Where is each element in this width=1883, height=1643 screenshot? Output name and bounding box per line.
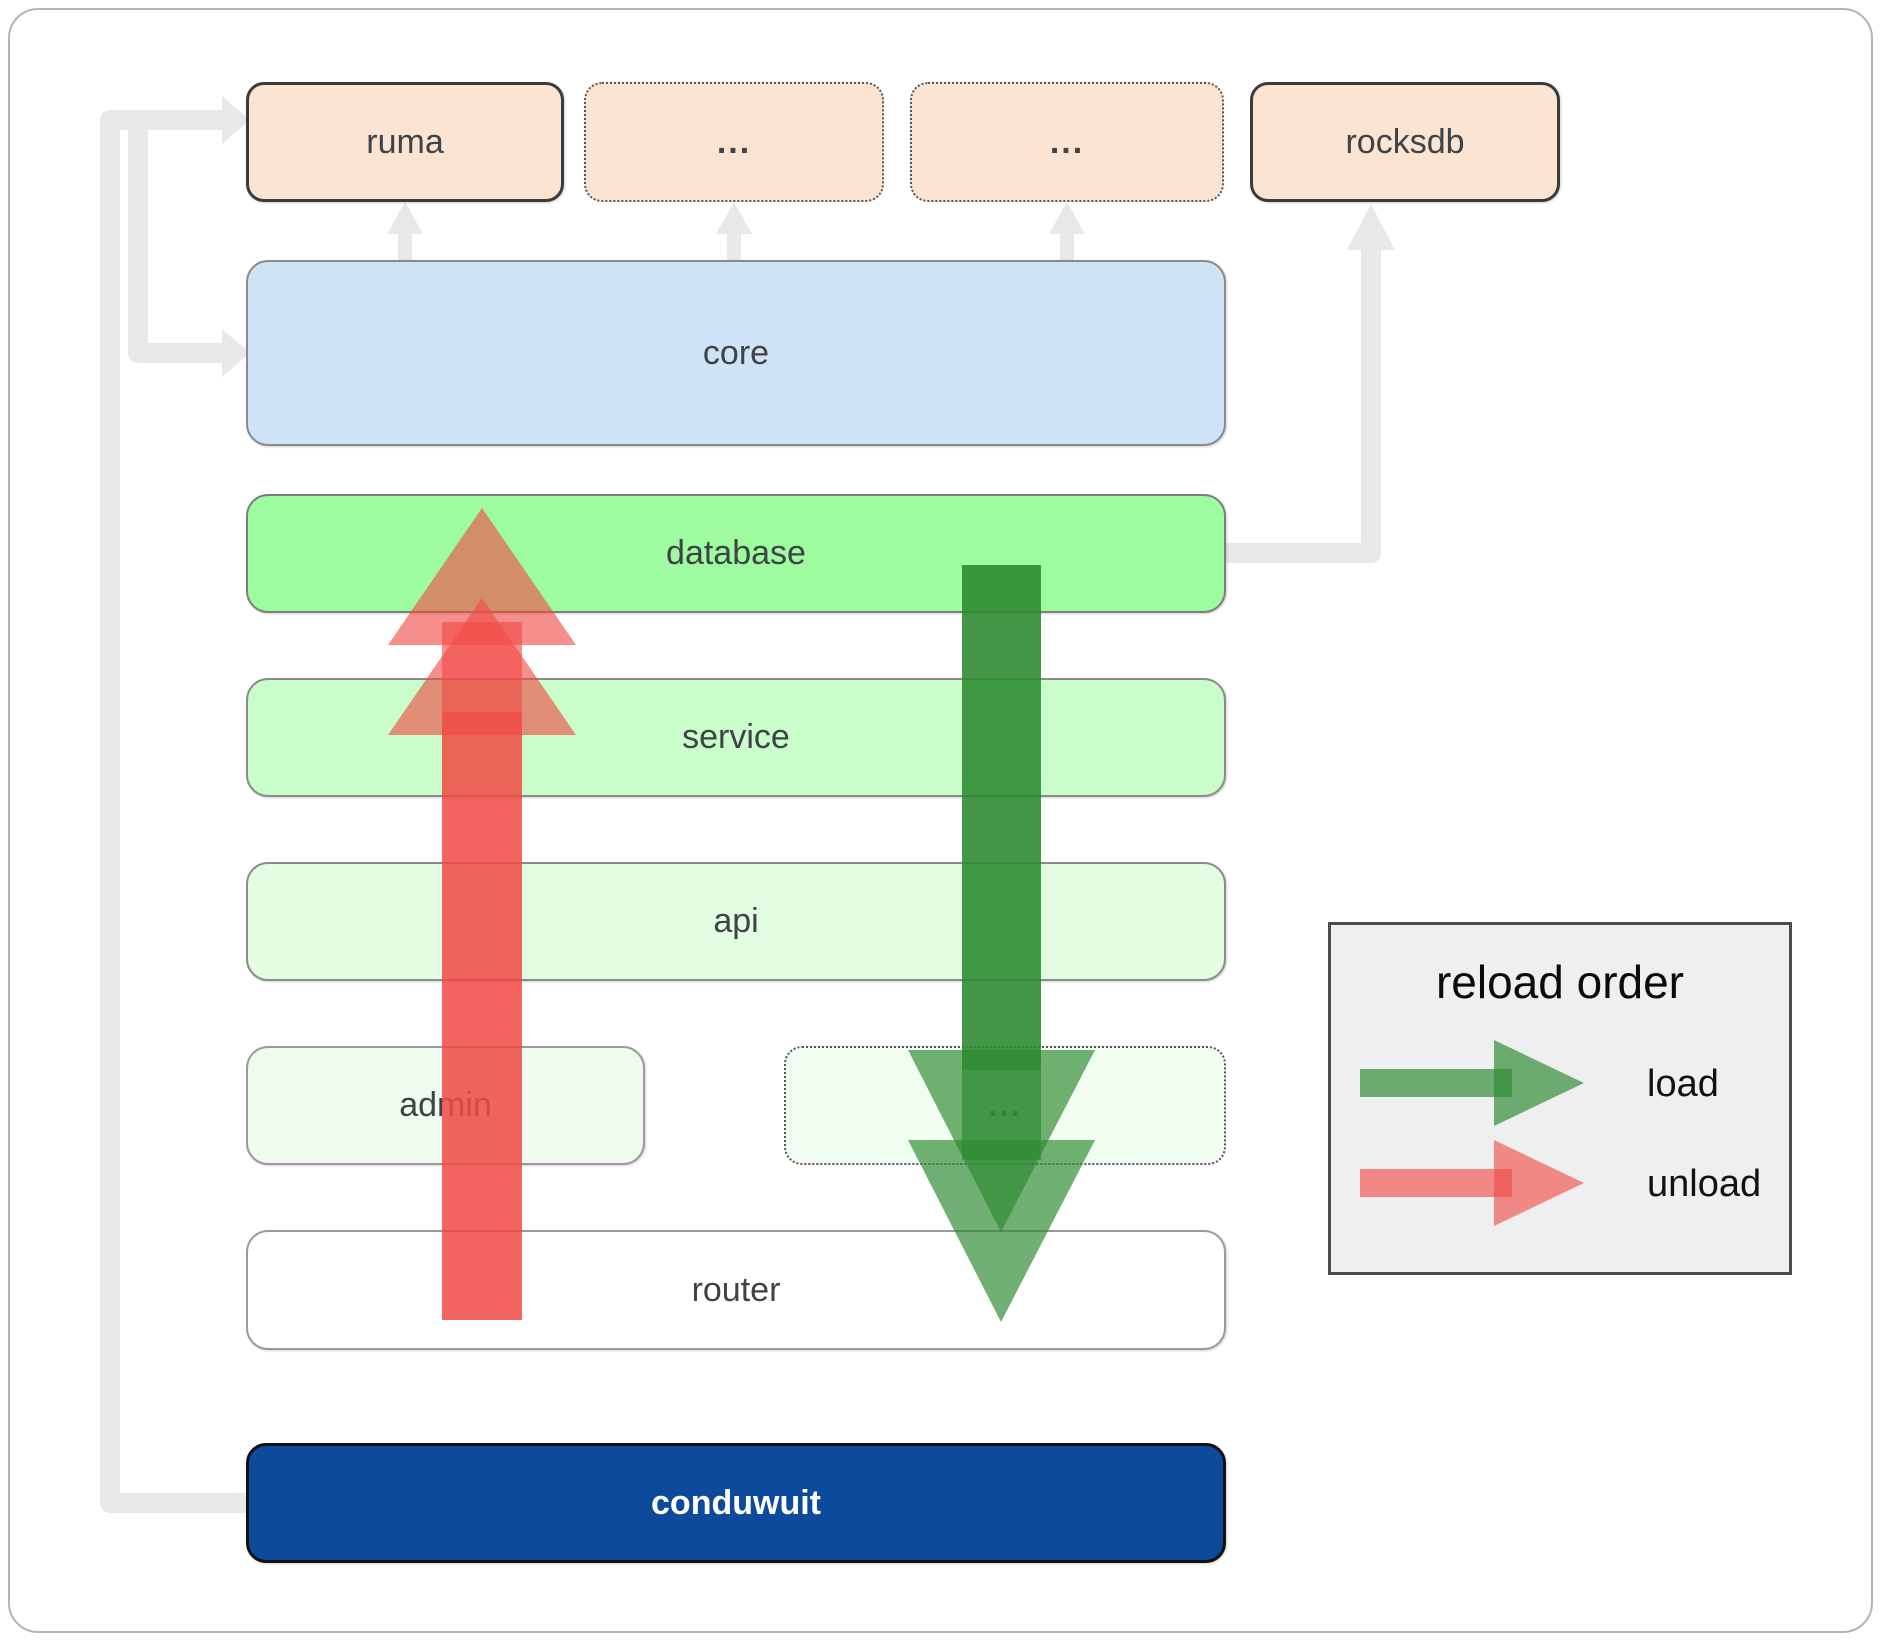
node-router: router bbox=[246, 1230, 1226, 1350]
node-conduwuit: conduwuit bbox=[246, 1443, 1226, 1563]
legend-unload-label: unload bbox=[1647, 1163, 1762, 1205]
node-router-label: router bbox=[691, 1270, 781, 1309]
node-service: service bbox=[246, 678, 1226, 797]
node-database-label: database bbox=[666, 534, 806, 572]
node-ellipsis-1: ... bbox=[584, 82, 884, 202]
node-api-label: api bbox=[713, 902, 759, 940]
node-core: core bbox=[246, 260, 1226, 446]
node-ellipsis-1-label: ... bbox=[716, 122, 752, 161]
node-ruma: ruma bbox=[246, 82, 564, 202]
node-rocksdb-label: rocksdb bbox=[1345, 122, 1465, 161]
node-ellipsis-2-label: ... bbox=[1049, 122, 1085, 161]
diagram-outer-frame bbox=[8, 8, 1873, 1633]
node-api: api bbox=[246, 862, 1226, 981]
node-admin: admin bbox=[246, 1046, 645, 1165]
node-conduwuit-label: conduwuit bbox=[651, 1483, 821, 1522]
node-ruma-label: ruma bbox=[366, 122, 444, 161]
node-ellipsis-2: ... bbox=[910, 82, 1224, 202]
legend: reload order load unload bbox=[1328, 922, 1792, 1275]
node-rocksdb: rocksdb bbox=[1250, 82, 1560, 202]
node-service-label: service bbox=[682, 718, 790, 756]
legend-title: reload order bbox=[1435, 956, 1685, 1008]
node-database: database bbox=[246, 494, 1226, 613]
node-ellipsis-3-label: ... bbox=[987, 1086, 1023, 1124]
node-core-label: core bbox=[702, 333, 770, 372]
legend-load-label: load bbox=[1647, 1063, 1719, 1105]
node-ellipsis-3: ... bbox=[784, 1046, 1226, 1165]
node-admin-label: admin bbox=[399, 1086, 492, 1124]
